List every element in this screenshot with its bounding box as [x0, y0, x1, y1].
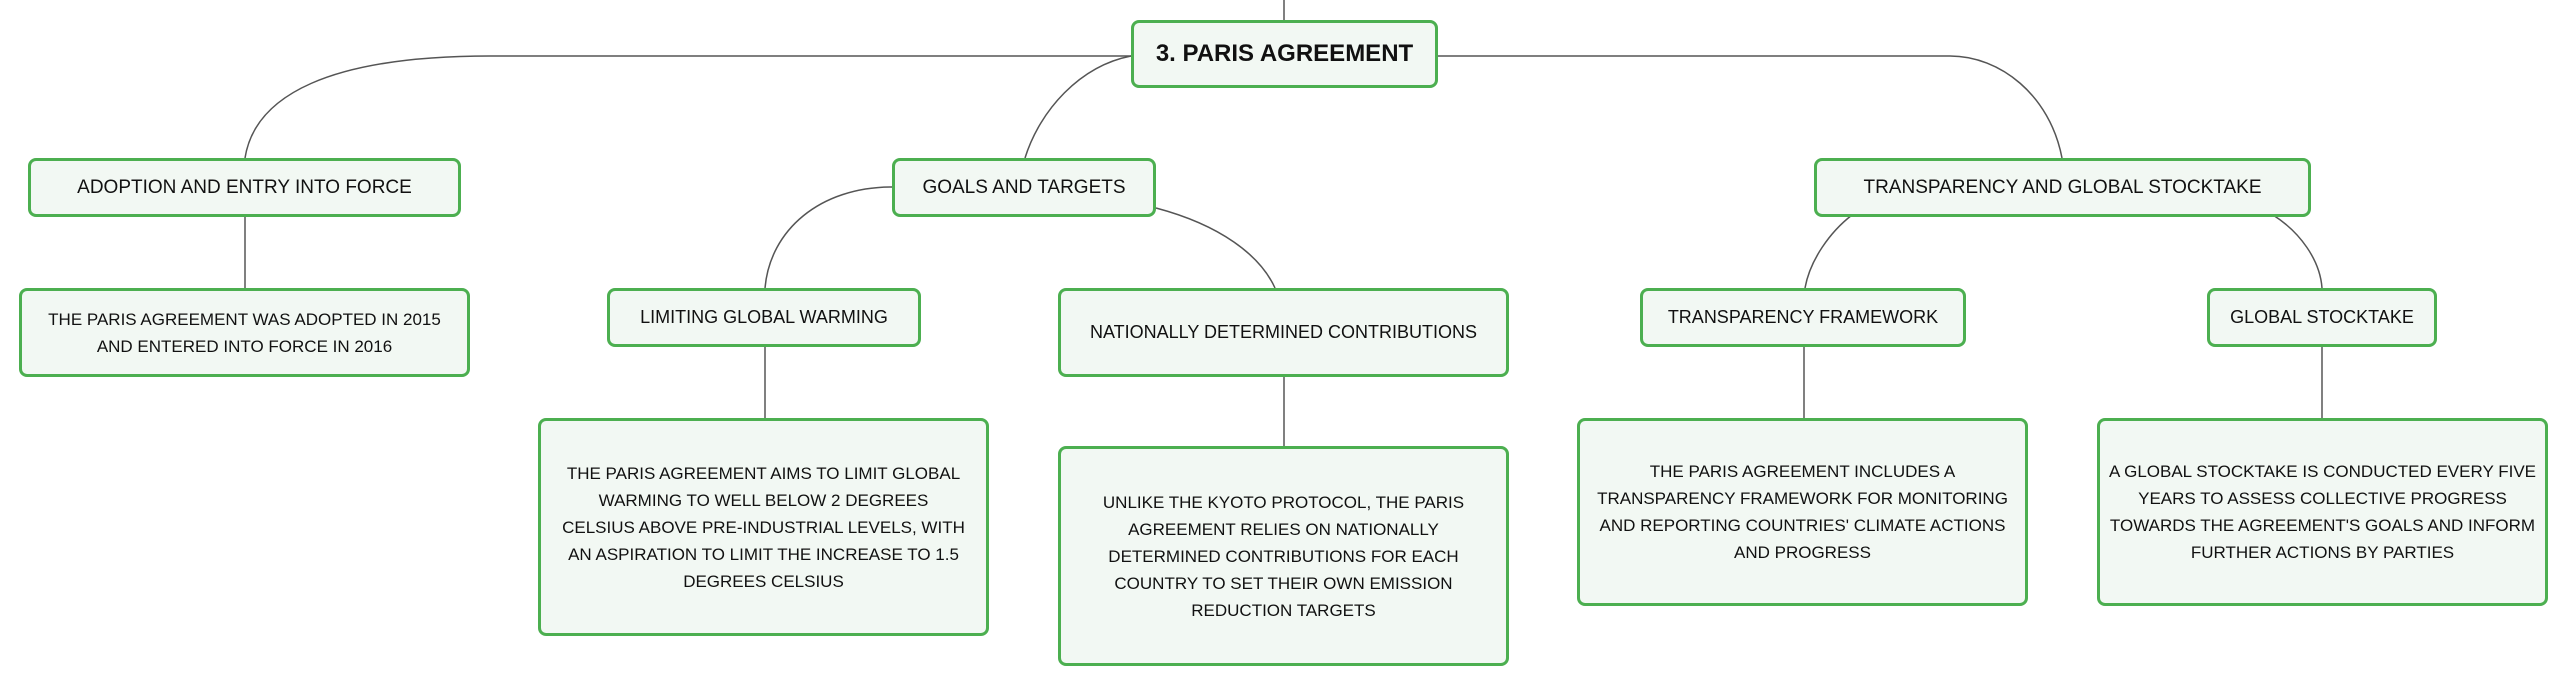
connector-goals-warming: [764, 186, 893, 289]
node-limiting-global-warming[interactable]: LIMITING GLOBAL WARMING: [607, 288, 921, 347]
root-node-label: 3. PARIS AGREEMENT: [1155, 40, 1414, 67]
node-label: TRANSPARENCY AND GLOBAL STOCKTAKE: [1863, 176, 2262, 198]
detail-global-stocktake[interactable]: A GLOBAL STOCKTAKE IS CONDUCTED EVERY FI…: [2097, 418, 2548, 606]
detail-nationally-determined-contributions[interactable]: UNLIKE THE KYOTO PROTOCOL, THE PARIS AGR…: [1058, 446, 1509, 666]
connector-root-adoption: [244, 55, 1131, 159]
detail-text: THE PARIS AGREEMENT INCLUDES A TRANSPARE…: [1597, 462, 2008, 562]
node-adoption-and-entry-into-force[interactable]: ADOPTION AND ENTRY INTO FORCE: [28, 158, 461, 217]
node-label: ADOPTION AND ENTRY INTO FORCE: [77, 176, 412, 198]
connector-transparency-stocktake: [2272, 214, 2323, 289]
node-label: GLOBAL STOCKTAKE: [2230, 307, 2414, 327]
detail-text: UNLIKE THE KYOTO PROTOCOL, THE PARIS AGR…: [1102, 492, 1465, 620]
node-label: LIMITING GLOBAL WARMING: [640, 307, 888, 327]
detail-limiting-global-warming[interactable]: THE PARIS AGREEMENT AIMS TO LIMIT GLOBAL…: [538, 418, 989, 636]
connector-root-transparency: [1438, 55, 2063, 159]
node-label: GOALS AND TARGETS: [922, 176, 1126, 198]
connector-transparency-framework: [1804, 214, 1853, 289]
detail-adoption[interactable]: THE PARIS AGREEMENT WAS ADOPTED IN 2015 …: [19, 288, 470, 377]
detail-transparency-framework[interactable]: THE PARIS AGREEMENT INCLUDES A TRANSPARE…: [1577, 418, 2028, 606]
node-transparency-and-global-stocktake[interactable]: TRANSPARENCY AND GLOBAL STOCKTAKE: [1814, 158, 2311, 217]
connector-goals-ndc: [1155, 207, 1276, 289]
node-label: TRANSPARENCY FRAMEWORK: [1667, 307, 1939, 327]
node-goals-and-targets[interactable]: GOALS AND TARGETS: [892, 158, 1156, 217]
detail-text: THE PARIS AGREEMENT AIMS TO LIMIT GLOBAL…: [562, 463, 965, 591]
detail-text: A GLOBAL STOCKTAKE IS CONDUCTED EVERY FI…: [2108, 462, 2536, 562]
node-nationally-determined-contributions[interactable]: NATIONALLY DETERMINED CONTRIBUTIONS: [1058, 288, 1509, 377]
node-global-stocktake[interactable]: GLOBAL STOCKTAKE: [2207, 288, 2437, 347]
root-node-paris-agreement[interactable]: 3. PARIS AGREEMENT: [1131, 20, 1438, 88]
detail-text: THE PARIS AGREEMENT WAS ADOPTED IN 2015 …: [48, 309, 441, 356]
node-transparency-framework[interactable]: TRANSPARENCY FRAMEWORK: [1640, 288, 1966, 347]
connector-root-goals: [1024, 55, 1132, 159]
node-label: NATIONALLY DETERMINED CONTRIBUTIONS: [1089, 322, 1478, 342]
